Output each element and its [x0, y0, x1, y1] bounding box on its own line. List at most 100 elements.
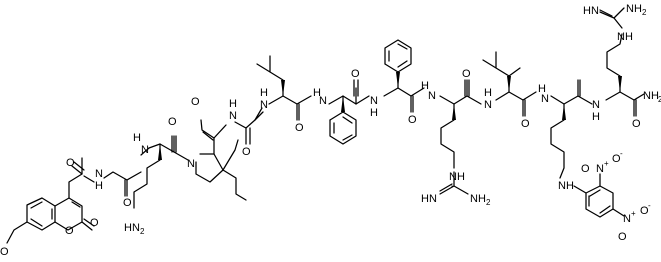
phe2-nh-h: H	[370, 107, 378, 119]
arg2-guanidine	[599, 7, 625, 29]
lys-amine-n: N	[132, 222, 140, 234]
dnp-ring-inner	[588, 189, 611, 214]
lys-to-pro	[173, 151, 189, 161]
arg2-nh-n: N	[592, 99, 600, 111]
arg1-backbone	[439, 79, 468, 105]
leu-backbone	[268, 95, 298, 121]
leu-carbonyl-oxygen: O	[295, 122, 304, 134]
phe2-stereo-wedge	[396, 72, 400, 88]
phe2-nh-n: N	[370, 95, 378, 107]
arg1-guanidine-nh2-subscript: 2	[486, 198, 491, 207]
c-terminal-amide-subscript: 2	[658, 95, 661, 104]
arg2-guanidine-hn-h: H	[583, 5, 591, 17]
phe2-sidechain	[384, 63, 399, 89]
phe1-carbonyl-oxygen: O	[351, 68, 360, 80]
gly-nh-n: N	[95, 168, 103, 180]
ile-carbonyl-oxygen: O	[242, 146, 251, 158]
leu2-nh-n: N	[484, 99, 492, 111]
arg1-carbonyl	[464, 79, 470, 97]
phe1-nh-h: H	[313, 87, 321, 99]
atom-labels: O O O O N H O H N O H N 2 N O H N O N H …	[0, 3, 661, 258]
arg2-guanidine-nh2-n: N	[626, 3, 634, 15]
arg1-nh-n: N	[428, 90, 436, 102]
dnp-nitro-ortho-n: N	[596, 163, 604, 175]
arg1-sidechain	[440, 103, 455, 169]
pro-to-ile	[200, 119, 215, 155]
leu2-carbonyl-oxygen: O	[521, 118, 530, 130]
coumarin-alkene	[71, 201, 81, 208]
arg2-stereo-wedge	[618, 76, 622, 92]
ile-nh-bonds	[234, 111, 264, 129]
leu2-backbone	[495, 91, 524, 117]
dnp-nitro-ortho-o: O	[581, 163, 590, 175]
arg1-guanidine-nh-n: N	[449, 171, 457, 183]
methoxy-oxygen: O	[0, 246, 9, 258]
arg1-guanidine	[439, 171, 469, 195]
lys-amine-subscript: 2	[140, 227, 145, 236]
lys-backbone	[148, 135, 175, 153]
phe1-phenyl-ring	[329, 111, 357, 145]
arg1-guanidine-hn-n: N	[429, 193, 437, 205]
dnp-nitro-para-o: O	[618, 231, 627, 243]
lysdnp-backbone	[550, 79, 579, 105]
arg1-guanidine-hn-h: H	[421, 193, 429, 205]
ile-carbonyl	[245, 127, 251, 145]
lactone-carbonyl	[81, 218, 95, 231]
leu-nh-h: H	[260, 87, 268, 99]
gly-backbone	[103, 171, 128, 197]
lysdnp-nh-n: N	[541, 93, 549, 105]
c-terminal-amide-n: N	[643, 90, 651, 102]
lys-nh-n: N	[141, 144, 149, 156]
arg2-guanidine-nh2-subscript: 2	[642, 8, 647, 17]
arg2-carbonyl-oxygen: O	[632, 118, 641, 130]
dnp-no2-para	[612, 208, 625, 217]
phe1-carbonyl	[353, 79, 359, 97]
lys-amine-h: H	[124, 222, 132, 234]
leu2-stereo-wedge	[507, 76, 511, 92]
gly-to-lys-nh	[126, 171, 142, 181]
coumarin-pyranone-ring	[54, 197, 83, 231]
acetyl-carbonyl-oxygen: O	[66, 157, 75, 169]
phe1-to-phe2-nh	[355, 95, 370, 105]
arg1-guanidine-nh2-n: N	[470, 193, 478, 205]
dnp-nitro-para-plus: +	[631, 209, 636, 218]
phe2-carbonyl-oxygen: O	[408, 114, 417, 126]
phe1-phenyl-inner	[333, 116, 353, 141]
arg2-guanidine-nh-h: H	[625, 31, 633, 43]
arg1-guanidine-nh2-h: H	[478, 193, 486, 205]
lysdnp-sidechain	[550, 103, 565, 179]
coumarin-benzo-inner-bonds	[30, 201, 53, 227]
phe1-backbone	[328, 87, 357, 105]
lys-nh-bond	[140, 147, 150, 156]
c-terminal-amide-h: H	[651, 90, 659, 102]
acetyl-to-gly-nh	[83, 175, 95, 183]
arg2-guanidine-double	[599, 9, 613, 17]
arg1-to-leu2-nh	[466, 95, 482, 105]
arg1-guanidine-double	[439, 183, 453, 192]
dnp-amine-n: N	[558, 180, 566, 192]
arg2-guanidine-nh2-h: H	[634, 3, 642, 15]
leu-stereo-wedge	[281, 80, 285, 96]
bonds	[6, 7, 645, 244]
leu-nh-n: N	[260, 99, 268, 111]
acetyl-carbonyl	[71, 161, 85, 175]
gly-carbonyl-oxygen: O	[123, 197, 132, 209]
arg1-stereo-wedge	[452, 104, 456, 120]
lys-stereo-wedge	[158, 144, 162, 160]
arg2-guanidine-nh-n: N	[617, 31, 625, 43]
dnp-nitro-ortho-o-minus: O	[612, 153, 621, 165]
lysdnp-to-arg2-nh	[577, 95, 593, 105]
ile-ring-link	[213, 124, 239, 171]
ile-to-leu-nh	[254, 107, 263, 121]
lysdnp-to-dnp-nh	[573, 185, 587, 194]
pro-carbonyl	[202, 131, 214, 141]
stereo-wedges	[158, 72, 622, 160]
methoxy-bond	[6, 221, 28, 244]
arg2-backbone	[605, 91, 635, 117]
arg1-nh-h: H	[421, 80, 429, 92]
dnp-nitro-para-n: N	[623, 213, 631, 225]
arg2-amide	[633, 93, 645, 101]
lys-carbonyl-oxygen: O	[168, 116, 177, 128]
dnp-nitro-ortho-plus: +	[604, 159, 609, 168]
